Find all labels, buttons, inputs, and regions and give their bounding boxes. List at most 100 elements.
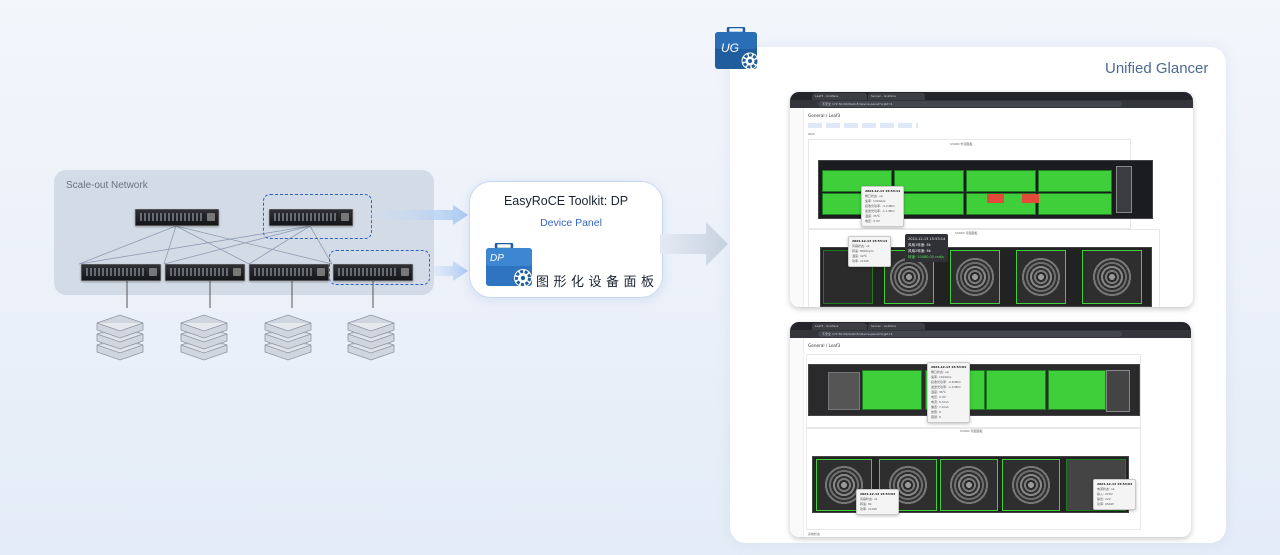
network-links [78, 225, 374, 308]
port-group-8[interactable] [1038, 193, 1112, 215]
url-field[interactable]: 不安全 172.50.00/d/ebn5/device-panel?orgId=… [818, 331, 1122, 337]
grafana-window-bottom: Leaf3 - Grafana Server - Grafana 不安全 172… [790, 322, 1191, 537]
tooltip-line: 功率: 110W [852, 259, 869, 263]
tooltip-line: 风扇2转速: 8k [908, 249, 931, 253]
grafana-window-top: Leaf3 - Grafana Server - Grafana 不安全 172… [790, 92, 1193, 307]
url-field[interactable]: 不安全 172.50.00/d/ebn5/device-panel?orgId=… [818, 101, 1122, 107]
management-ports [1116, 166, 1132, 213]
tooltip-line: 速率: 100Gb/s [865, 199, 886, 203]
tooltip-title: 2024-12-13 15:53:14 [852, 239, 888, 243]
rear-panel-title: S3900 背面面板 [955, 231, 978, 235]
grafana-sidebar [790, 338, 804, 537]
tooltip-title: 2024-12-13 15:53:04 [1097, 482, 1133, 486]
grafana-sidebar [790, 108, 804, 307]
leaf-switch-1 [81, 264, 161, 281]
management-block [828, 372, 860, 410]
browser-tab-1[interactable]: Leaf3 - Grafana [812, 323, 867, 330]
fan-module-2[interactable] [950, 250, 1000, 304]
port-tooltip-1: 2024-12-13 15:53:14 端口状态: up 速率: 100Gb/s… [861, 186, 905, 227]
browser-url-bar: 不安全 172.50.00/d/ebn5/device-panel?orgId=… [790, 100, 1193, 108]
tooltip-title: 2024-12-13 15:53:14 [865, 189, 901, 193]
browser-tab-1[interactable]: Leaf3 - Grafana [812, 93, 867, 100]
tooltip-line: 电压: 3.3V [865, 219, 880, 223]
port-group-3[interactable] [966, 170, 1036, 192]
fan-module-4[interactable] [1082, 250, 1142, 304]
spine-switch-1 [135, 209, 219, 226]
port-group-1[interactable] [862, 370, 922, 410]
tooltip-line: 温度: 32℃ [852, 254, 868, 258]
tooltip-line: 功率: 450W [1097, 502, 1114, 506]
tooltip-line: 输出: 12V [1097, 497, 1111, 501]
grafana-variable-bar[interactable] [808, 123, 918, 128]
front-panel-title: S3900 外观面板 [950, 142, 973, 146]
tooltip-line: 温度: 36℃ [931, 390, 947, 394]
port-group-7[interactable] [966, 193, 1036, 215]
dp-card-subtitle: Device Panel [540, 217, 602, 229]
leaf-switch-2 [165, 264, 245, 281]
tooltip-line: 端口状态: up [865, 194, 883, 198]
tooltip-line: 功率: 110W [860, 507, 877, 511]
server-stack-2 [180, 314, 228, 361]
fan-tooltip: 2024-12-13 15:53:04 风扇状态: ok 转速: 8k 功率: … [856, 489, 900, 515]
tooltip-line: 电源状态: ok [1097, 487, 1115, 491]
tooltip-line: 转速: 8k [860, 502, 872, 506]
grafana-row-label: ODA [808, 132, 815, 136]
server-stack-4 [347, 314, 395, 361]
management-ports [1106, 370, 1130, 412]
tooltip-title: 2024-12-13 15:53:04 [860, 492, 896, 496]
tooltip-line: 风扇状态: ok [860, 497, 878, 501]
dp-card-title: EasyRoCE Toolkit: DP [503, 194, 629, 208]
network-title: Scale-out Network [66, 180, 148, 191]
fan-module-3[interactable] [940, 459, 998, 511]
highlight-box-spine [263, 194, 372, 239]
fan-module-3[interactable] [1016, 250, 1066, 304]
port-group-6[interactable] [894, 193, 964, 215]
tooltip-title: 2024-12-13 15:53:04 [931, 365, 967, 369]
alarm-port-2[interactable] [1022, 194, 1039, 203]
dp-badge-label: DP [490, 253, 504, 264]
tooltip-line: 速率: 100Gb/s [931, 375, 952, 379]
ug-toolbox-icon: UG [715, 25, 761, 70]
tooltip-line: 风扇状态: ok [852, 244, 870, 248]
grafana-breadcrumb[interactable]: General / Leaf3 [808, 113, 841, 118]
port-group-4[interactable] [1048, 370, 1106, 410]
ug-title: Unified Glancer [1105, 60, 1209, 77]
browser-tab-2[interactable]: Server - Grafana [868, 93, 925, 100]
ug-badge-label: UG [721, 41, 739, 55]
tooltip-highlight: 转速: 10080.00 rad/s [908, 255, 944, 259]
port-group-2[interactable] [894, 170, 964, 192]
browser-url-bar: 不安全 172.50.00/d/ebn5/device-panel?orgId=… [790, 330, 1191, 338]
tooltip-line: 电流: 6.5mA [931, 400, 949, 404]
server-stack-3 [264, 314, 312, 361]
port-group-4[interactable] [1038, 170, 1112, 192]
tooltip-line: 温度: 35℃ [865, 214, 881, 218]
tooltip-line: 转速: 8800rpm [852, 249, 874, 253]
leaf-switch-3 [249, 264, 329, 281]
browser-tab-bar: Leaf3 - Grafana Server - Grafana [790, 322, 1191, 330]
spine-switch-2 [269, 209, 353, 226]
dp-toolbox-icon: DP [486, 241, 536, 287]
tooltip-line: 电压: 3.3V [931, 395, 946, 399]
port-group-3[interactable] [986, 370, 1046, 410]
fan-speed-tooltip: 2024-12-13 15:53:14 风扇1转速: 8k 风扇2转速: 8k … [905, 234, 949, 262]
dp-chinese-label: 图形化设备面板 [536, 274, 659, 289]
grafana-footer: 系统状态 [808, 532, 821, 536]
alarm-port-1[interactable] [987, 194, 1004, 203]
rear-panel-title: S3900 背面面板 [960, 429, 983, 433]
tooltip-title: 2024-12-13 15:53:14 [908, 237, 946, 241]
tooltip-line: 风扇1转速: 8k [908, 243, 931, 247]
tooltip-line: 发送光功率: -1.1dBm [865, 209, 895, 213]
psu-tooltip: 2024-12-13 15:53:04 电源状态: ok 输入: 220V 输出… [1093, 479, 1137, 510]
tooltip-line: 接收光功率: -2.8dBm [931, 380, 961, 384]
port-tooltip: 2024-12-13 15:53:04 端口状态: up 速率: 100Gb/s… [927, 362, 971, 423]
fan-module-4[interactable] [1002, 459, 1060, 511]
tooltip-line: 告警: 0 [931, 410, 941, 414]
tooltip-line: 发送光功率: -1.0dBm [931, 385, 961, 389]
leaf-switch-4 [333, 264, 413, 281]
server-stack-1 [96, 314, 144, 361]
browser-tab-2[interactable]: Server - Grafana [868, 323, 925, 330]
grafana-breadcrumb[interactable]: General / Leaf3 [808, 343, 841, 348]
tooltip-line: 输入: 220V [1097, 492, 1113, 496]
browser-tab-bar: Leaf3 - Grafana Server - Grafana [790, 92, 1193, 100]
tooltip-line: 偏置: 7.0mA [931, 405, 949, 409]
